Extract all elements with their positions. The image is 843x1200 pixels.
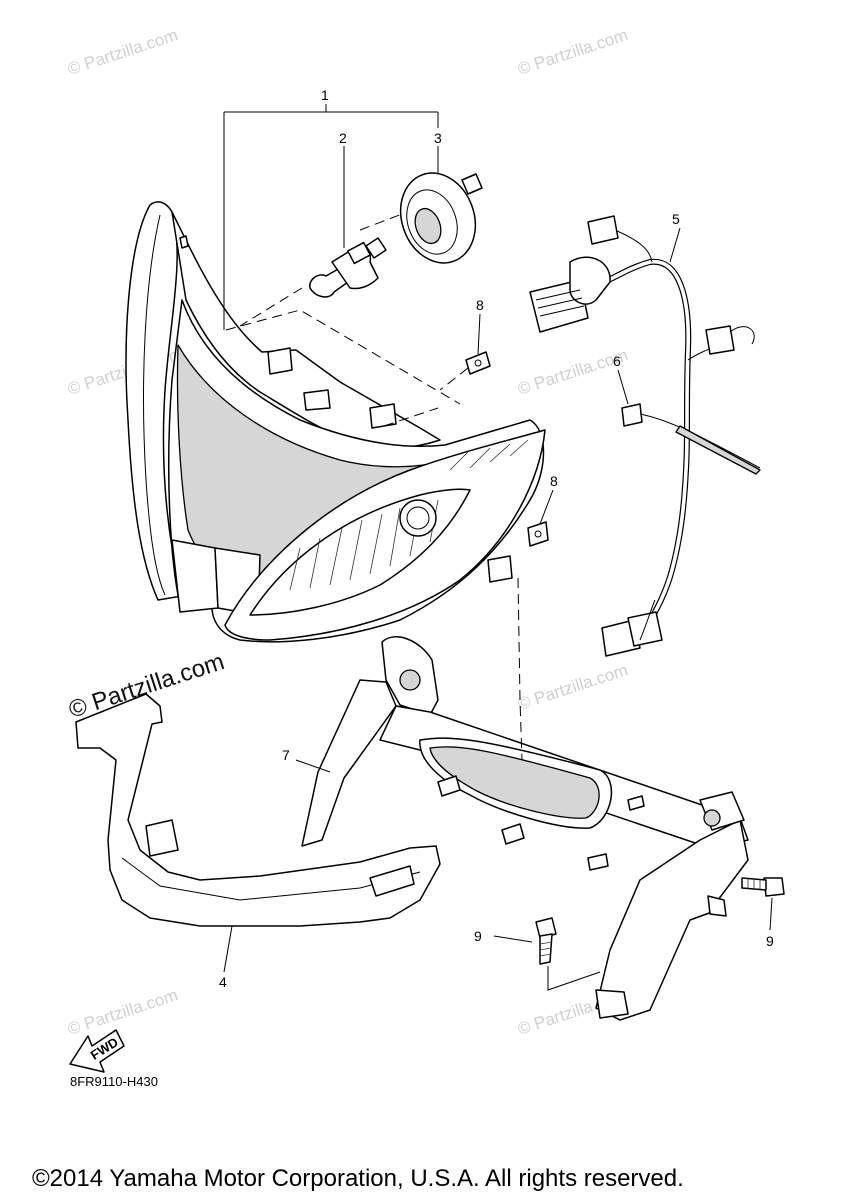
headlight-harness — [529, 215, 761, 657]
callout-9-left: 9 — [474, 928, 482, 944]
callout-9-right: 9 — [766, 933, 774, 949]
callout-1: 1 — [321, 87, 329, 103]
callout-8-upper: 8 — [476, 297, 484, 313]
headlight-stay — [301, 636, 749, 1021]
callouts: 1 2 3 5 6 8 8 7 4 9 9 — [219, 87, 774, 990]
callout-6: 6 — [613, 353, 621, 369]
headlight-bulb — [309, 237, 387, 298]
callout-3: 3 — [434, 130, 442, 146]
diagram-code: 8FR9110-H430 — [70, 1074, 158, 1089]
callout-5: 5 — [672, 211, 680, 227]
callout-8-lower: 8 — [550, 473, 558, 489]
callout-2: 2 — [339, 130, 347, 146]
callout-7: 7 — [282, 747, 290, 763]
watermark: © Partzilla.com — [515, 660, 630, 713]
watermark: © Partzilla.com — [65, 25, 180, 78]
watermark: © Partzilla.com — [515, 25, 630, 78]
watermark: © Partzilla.com — [65, 985, 180, 1038]
headlight-assembly — [125, 201, 546, 643]
nuts — [465, 351, 549, 547]
headlight-rim — [75, 693, 441, 927]
leader-lines — [223, 104, 773, 991]
bolts — [535, 877, 785, 965]
bulb-cover — [399, 172, 483, 264]
copyright-notice: ©2014 Yamaha Motor Corporation, U.S.A. A… — [32, 1165, 684, 1192]
callout-4: 4 — [219, 974, 227, 990]
